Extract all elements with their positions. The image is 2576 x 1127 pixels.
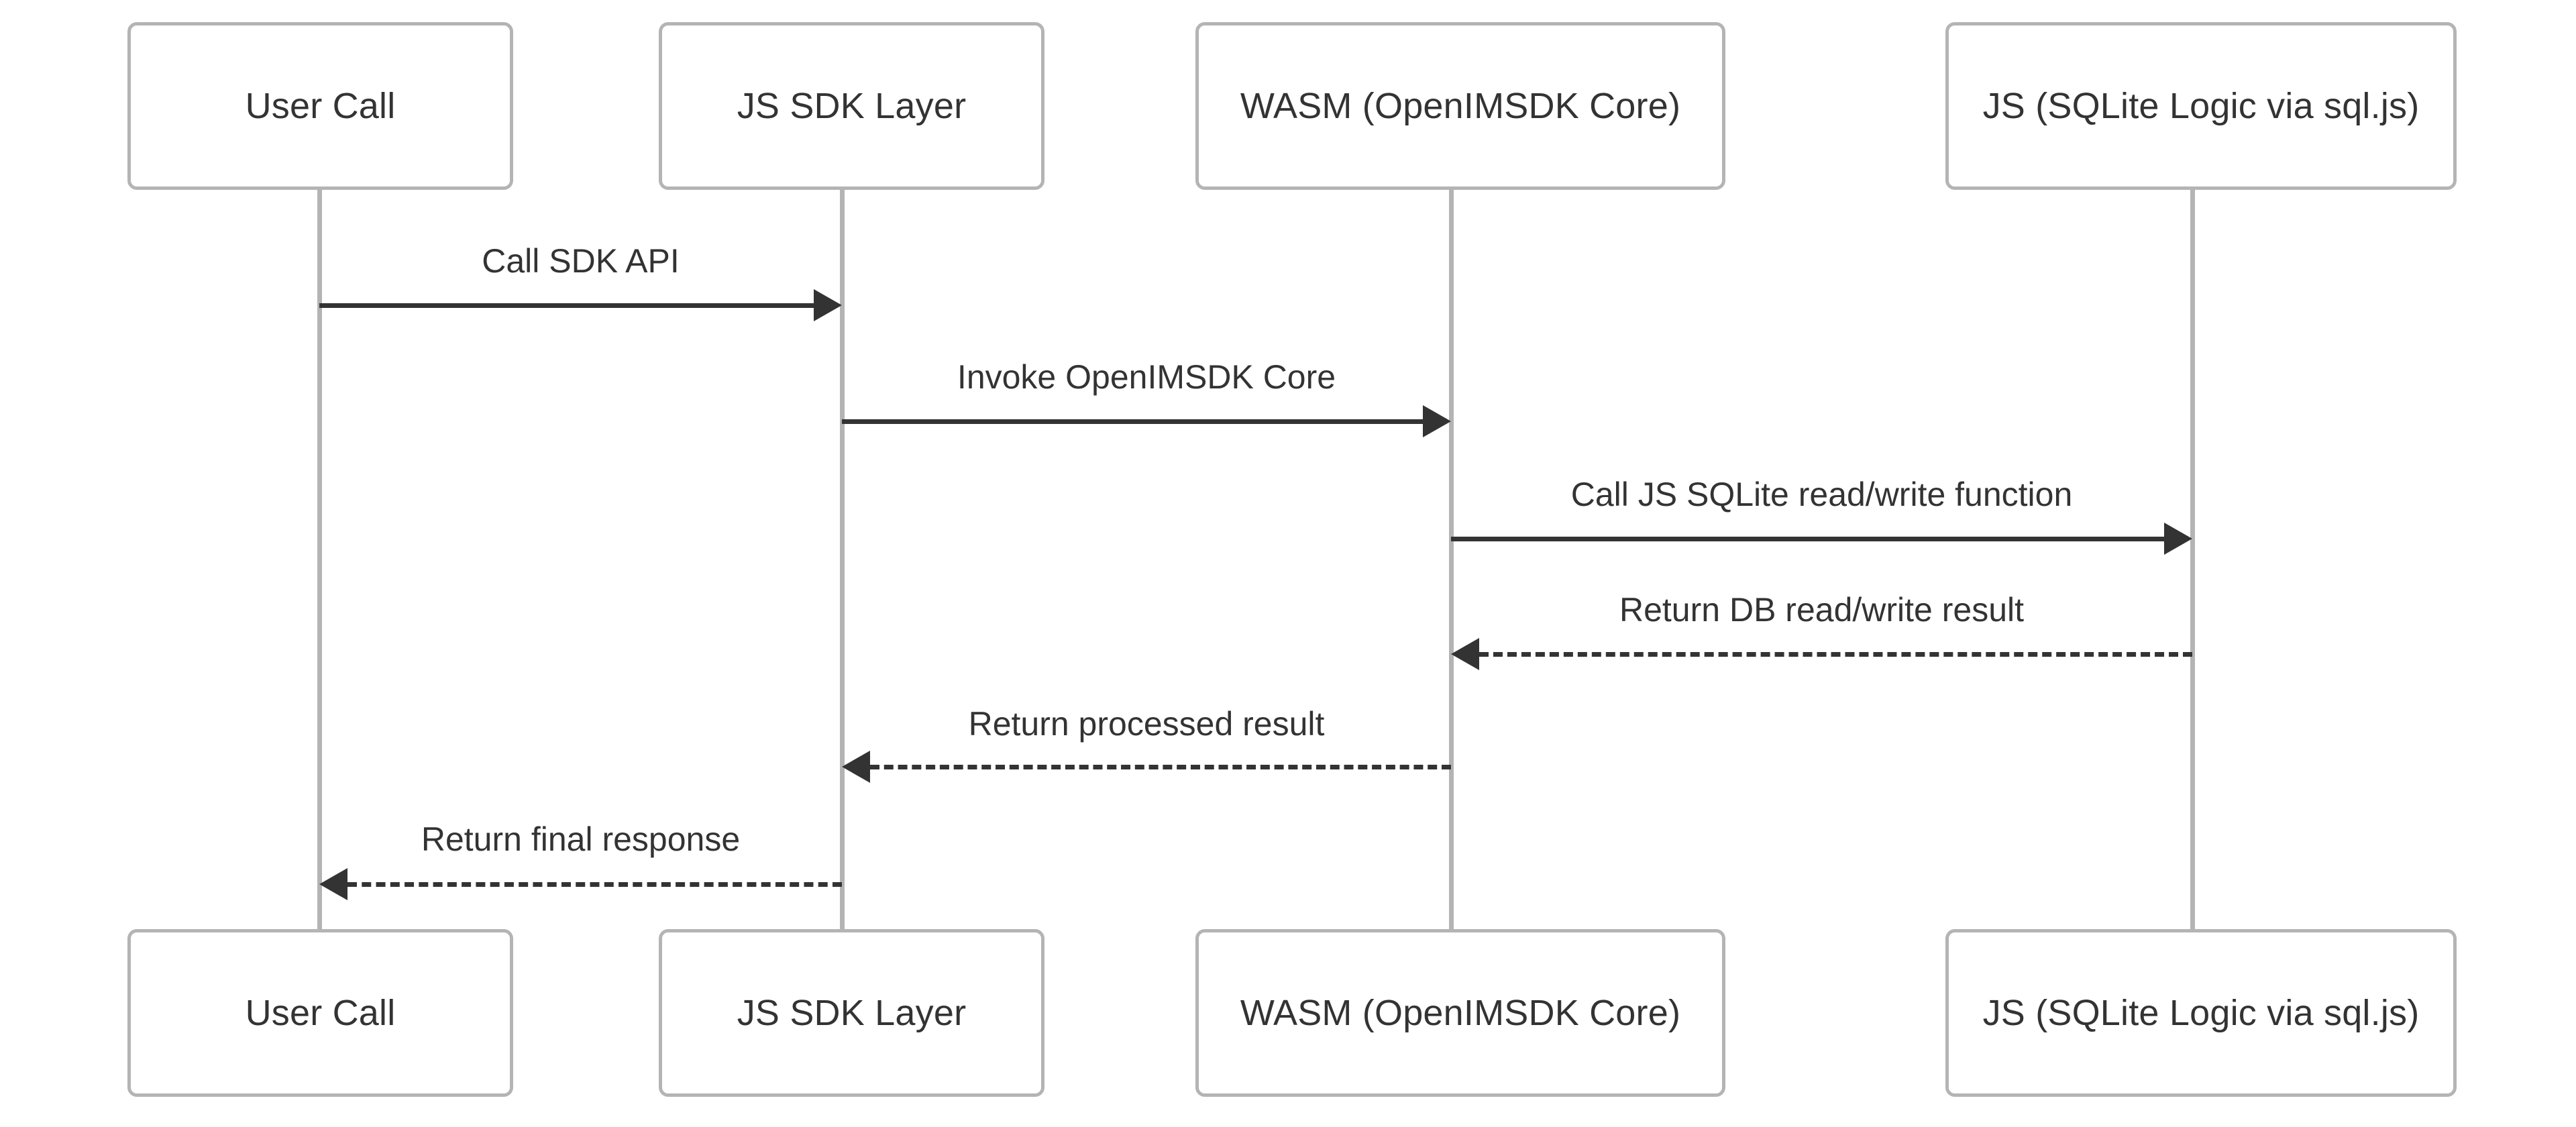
message-line-4[interactable] (1479, 652, 2192, 657)
lifeline-user-call (317, 190, 322, 929)
message-line-5[interactable] (870, 765, 1451, 769)
participant-label-js-sqlite-logic: JS (SQLite Logic via sql.js) (1982, 993, 2420, 1033)
lifeline-js-sqlite-logic (2190, 190, 2195, 929)
participant-label-js-sqlite-logic: JS (SQLite Logic via sql.js) (1982, 86, 2420, 126)
message-arrowhead-4 (1451, 638, 1479, 670)
message-line-3[interactable] (1451, 537, 2164, 541)
message-label-4: Return DB read/write result (1619, 591, 2025, 629)
participant-box-top-wasm-openimsdk-core[interactable]: WASM (OpenIMSDK Core) (1195, 22, 1725, 190)
message-arrowhead-6 (319, 868, 347, 900)
participant-box-top-js-sqlite-logic[interactable]: JS (SQLite Logic via sql.js) (1945, 22, 2457, 190)
message-arrowhead-5 (842, 751, 870, 783)
participant-label-wasm-openimsdk-core: WASM (OpenIMSDK Core) (1240, 86, 1681, 126)
message-label-2: Invoke OpenIMSDK Core (957, 358, 1336, 396)
participant-label-js-sdk-layer: JS SDK Layer (737, 86, 967, 126)
message-arrowhead-2 (1423, 405, 1451, 437)
message-line-2[interactable] (842, 419, 1423, 424)
participant-label-user-call: User Call (245, 86, 396, 126)
lifeline-js-sdk-layer (840, 190, 845, 929)
message-line-1[interactable] (319, 303, 814, 308)
message-label-1: Call SDK API (482, 242, 680, 280)
lifeline-wasm-openimsdk-core (1449, 190, 1454, 929)
message-label-5: Return processed result (968, 705, 1325, 743)
message-line-6[interactable] (347, 882, 842, 887)
participant-box-bottom-wasm-openimsdk-core[interactable]: WASM (OpenIMSDK Core) (1195, 929, 1725, 1097)
participant-box-bottom-user-call[interactable]: User Call (127, 929, 513, 1097)
participant-label-user-call: User Call (245, 993, 396, 1033)
participant-box-bottom-js-sdk-layer[interactable]: JS SDK Layer (659, 929, 1044, 1097)
participant-box-top-js-sdk-layer[interactable]: JS SDK Layer (659, 22, 1044, 190)
participant-label-js-sdk-layer: JS SDK Layer (737, 993, 967, 1033)
message-label-3: Call JS SQLite read/write function (1570, 476, 2073, 513)
participant-box-top-user-call[interactable]: User Call (127, 22, 513, 190)
participant-box-bottom-js-sqlite-logic[interactable]: JS (SQLite Logic via sql.js) (1945, 929, 2457, 1097)
participant-label-wasm-openimsdk-core: WASM (OpenIMSDK Core) (1240, 993, 1681, 1033)
message-label-6: Return final response (421, 820, 741, 858)
message-arrowhead-3 (2164, 523, 2192, 555)
message-arrowhead-1 (814, 289, 842, 321)
